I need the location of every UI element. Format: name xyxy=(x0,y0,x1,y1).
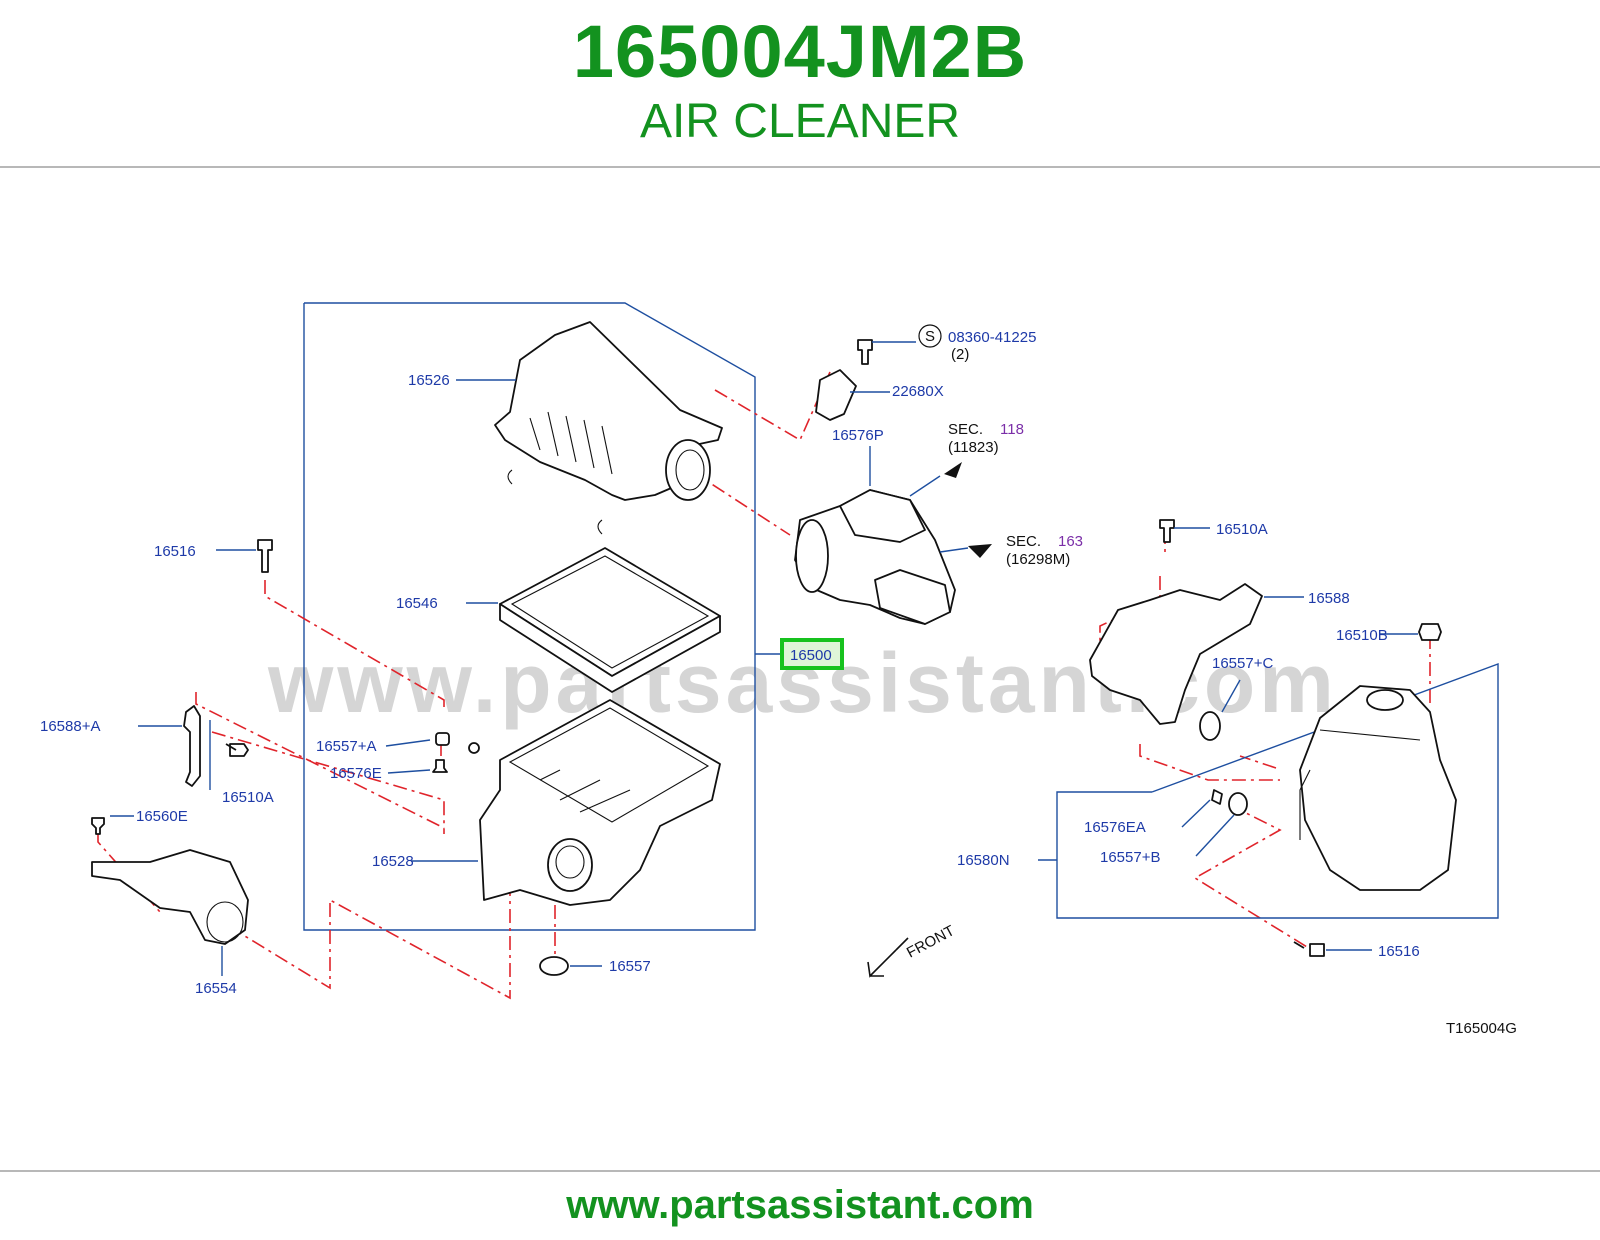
label-16576e[interactable]: 16576E xyxy=(330,765,382,782)
label-16557-a[interactable]: 16557+A xyxy=(316,738,376,755)
label-sec118[interactable]: 118 xyxy=(1000,421,1024,438)
label-16546[interactable]: 16546 xyxy=(396,595,438,612)
air-duct-16576p xyxy=(794,489,956,625)
label-16560e[interactable]: 16560E xyxy=(136,808,188,825)
resonator-frame-16580n xyxy=(1056,662,1499,919)
footer-website-link[interactable]: www.partsassistant.com xyxy=(566,1183,1034,1227)
part-number-title: 165004JM2B xyxy=(572,10,1028,93)
header-divider xyxy=(0,166,1600,168)
lower-case-16528 xyxy=(468,699,721,906)
pin-16576e xyxy=(432,759,448,773)
label-16580n[interactable]: 16580N xyxy=(957,852,1010,869)
screw-symbol-icon xyxy=(918,324,942,348)
arrow-sec118-icon xyxy=(944,462,962,478)
label-16557[interactable]: 16557 xyxy=(609,958,651,975)
label-sec1-ref: (11823) xyxy=(948,439,999,456)
label-16510a-left[interactable]: 16510A xyxy=(222,789,274,806)
label-16557-b[interactable]: 16557+B xyxy=(1100,849,1160,866)
label-16554[interactable]: 16554 xyxy=(195,980,237,997)
figure-code: T165004G xyxy=(1446,1020,1517,1037)
clip-16560e xyxy=(91,817,105,835)
nut-16510b xyxy=(1418,623,1442,641)
label-sec163[interactable]: 163 xyxy=(1058,533,1083,550)
bolt-16510a-left xyxy=(225,743,249,757)
label-08360-41225[interactable]: 08360-41225 xyxy=(948,329,1036,346)
screw-symbol-text: S xyxy=(925,328,935,345)
label-16516-right[interactable]: 16516 xyxy=(1378,943,1420,960)
label-16576p[interactable]: 16576P xyxy=(832,427,884,444)
arrow-sec163-icon xyxy=(968,544,992,558)
maf-sensor-22680x xyxy=(815,339,873,421)
label-sec2-prefix: SEC. xyxy=(1006,533,1041,550)
label-16557-c[interactable]: 16557+C xyxy=(1212,655,1273,672)
label-16588-a[interactable]: 16588+A xyxy=(40,718,100,735)
air-cleaner-cover-16526 xyxy=(494,321,723,535)
label-22680x[interactable]: 22680X xyxy=(892,383,944,400)
label-16576ea[interactable]: 16576EA xyxy=(1084,819,1146,836)
grommet-16557-b xyxy=(1228,792,1248,816)
bolt-16510a-right xyxy=(1159,519,1175,543)
grommet-16557-a xyxy=(435,732,450,746)
grommet-16557 xyxy=(539,956,569,976)
bracket-16588 xyxy=(1089,583,1263,725)
label-sec1-prefix: SEC. xyxy=(948,421,983,438)
page-header: 165004JM2B AIR CLEANER xyxy=(0,0,1600,168)
filter-element-16546 xyxy=(499,547,721,693)
part-name-subtitle: AIR CLEANER xyxy=(639,95,961,148)
label-08360-qty: (2) xyxy=(951,346,969,363)
pin-16576ea xyxy=(1211,789,1223,805)
label-16510a-right[interactable]: 16510A xyxy=(1216,521,1268,538)
resonator-16580n xyxy=(1299,685,1457,891)
footer-divider xyxy=(0,1170,1600,1172)
bracket-16588-a xyxy=(183,705,201,787)
front-direction-arrow xyxy=(867,937,909,978)
front-label: FRONT xyxy=(904,922,958,961)
highlight-16500-box[interactable] xyxy=(780,638,844,670)
label-16516-left[interactable]: 16516 xyxy=(154,543,196,560)
label-16526[interactable]: 16526 xyxy=(408,372,450,389)
label-sec2-ref: (16298M) xyxy=(1006,551,1070,568)
grommet-16557-c xyxy=(1199,711,1221,741)
label-16588[interactable]: 16588 xyxy=(1308,590,1350,607)
parts-diagram: www.partsassistant.com xyxy=(40,302,1517,1037)
label-16510b[interactable]: 16510B xyxy=(1336,627,1388,644)
bolt-16516-left xyxy=(257,539,273,573)
label-16500[interactable]: 16500 xyxy=(790,647,832,664)
bolt-16516-right xyxy=(1293,941,1325,957)
label-16528[interactable]: 16528 xyxy=(372,853,414,870)
duct-16554 xyxy=(91,849,249,945)
